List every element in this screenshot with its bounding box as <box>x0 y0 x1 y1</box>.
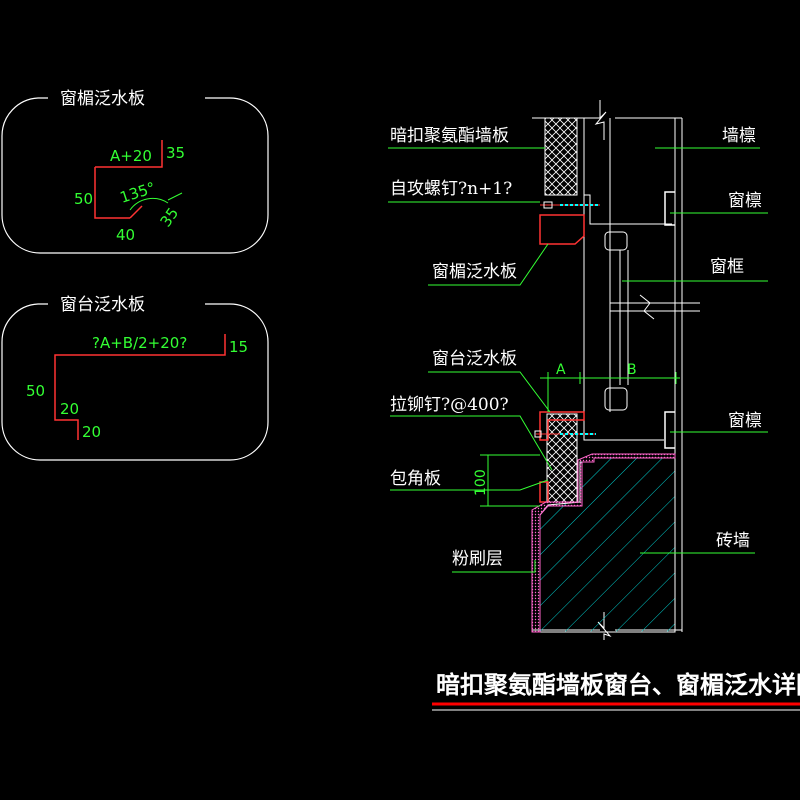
panel-frame <box>1 97 269 254</box>
dim-100-text: 100 <box>473 469 489 496</box>
drawing-title: 暗扣聚氨酯墙板窗台、窗楣泛水详图 <box>436 670 800 699</box>
wall-panel-top <box>544 117 578 196</box>
window-sill-profile <box>604 387 628 411</box>
label-purlin-window-bottom: 窗檩 <box>728 411 762 431</box>
wall-panel-sill <box>546 413 578 503</box>
dim-b: B <box>627 362 637 378</box>
angle-arc <box>129 197 169 211</box>
dim-ab <box>540 372 680 412</box>
dim-step-v: 20 <box>60 400 79 418</box>
dim-100 <box>480 454 540 507</box>
panel-title: 窗楣泛水板 <box>60 89 145 109</box>
label-rivet: 拉铆钉?@400? <box>390 395 509 415</box>
dim-left: 50 <box>74 190 93 208</box>
label-corner: 包角板 <box>390 469 441 489</box>
purlin-sill <box>664 411 675 449</box>
sill-flashing <box>539 411 585 441</box>
panel-frame <box>1 303 269 461</box>
label-purlin-window-top: 窗檩 <box>728 191 762 211</box>
label-sill-flashing: 窗台泛水板 <box>432 349 517 369</box>
label-plaster: 粉刷层 <box>452 549 503 569</box>
dim-a: A <box>556 362 566 378</box>
screw-head <box>543 201 553 209</box>
purlin-sill-lip <box>583 412 664 441</box>
dim-right: 15 <box>229 338 248 356</box>
flashing-profile-top <box>95 140 163 168</box>
flashing-profile <box>54 334 226 440</box>
rivet-head <box>534 430 542 438</box>
purlin-head-lip <box>584 194 672 225</box>
label-screw: 自攻螺钉?n+1? <box>390 179 512 199</box>
dim-top: A+20 <box>110 147 152 165</box>
frame-break <box>610 294 700 320</box>
head-flashing <box>539 214 585 245</box>
label-panel: 暗扣聚氨酯墙板 <box>390 126 509 146</box>
panel-title: 窗台泛水板 <box>60 295 145 315</box>
sill-flashing-panel: 窗台泛水板 ?A+B/2+20? 15 50 20 20 <box>1 295 269 461</box>
flashing-profile-base <box>94 167 130 219</box>
leader-lines <box>388 147 768 573</box>
label-brick: 砖墙 <box>716 531 750 551</box>
dim-bottom: 40 <box>116 226 135 244</box>
window-head-profile <box>604 231 628 251</box>
dim-diag: 35 <box>157 204 183 230</box>
dim-right: 35 <box>166 144 185 162</box>
plaster-layer <box>531 453 676 633</box>
label-purlin-wall: 墙檩 <box>722 126 756 146</box>
dim-left: 50 <box>26 382 45 400</box>
label-head-flashing: 窗楣泛水板 <box>432 262 517 282</box>
head-flashing-panel: 窗楣泛水板 A+20 35 50 135° 35 40 <box>1 89 269 254</box>
diag-dim-line <box>167 192 183 201</box>
wall-section: A B 100 <box>473 100 700 640</box>
dim-step-h: 20 <box>82 423 101 441</box>
label-frame: 窗框 <box>710 257 744 277</box>
flashing-drip <box>129 205 143 219</box>
purlin-head <box>664 191 675 226</box>
dim-top: ?A+B/2+20? <box>92 334 187 352</box>
